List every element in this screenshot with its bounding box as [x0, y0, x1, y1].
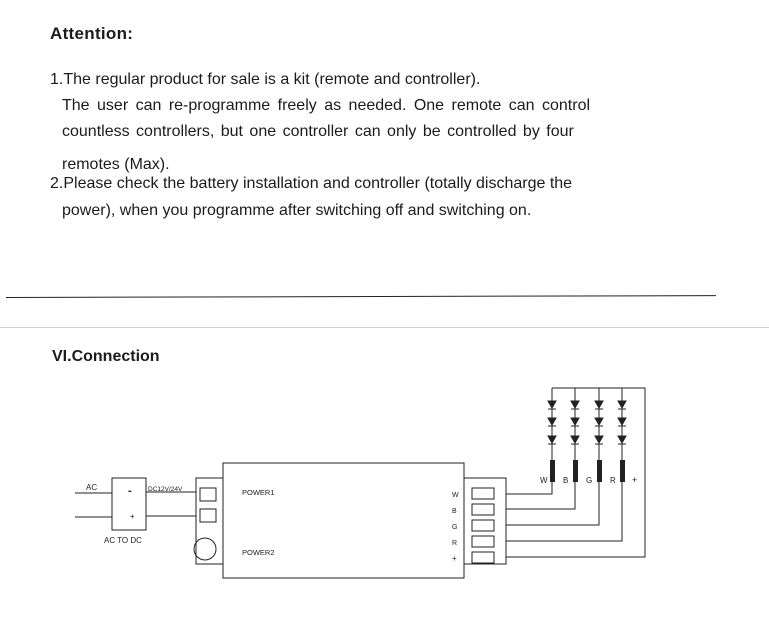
strip-label-plus: + [632, 475, 637, 485]
attention-line-5: 2.Please check the battery installation … [50, 175, 573, 192]
attention-line-2: The user can re-programme freely as need… [62, 97, 591, 114]
power-socket-2 [199, 508, 217, 523]
resistors [550, 460, 625, 482]
led-g-2 [594, 417, 604, 427]
controller-body [222, 462, 465, 579]
terminal-label-plus: + [452, 554, 457, 563]
led-g-1 [594, 400, 604, 410]
strip-label-w: W [540, 476, 548, 485]
terminal-label-w: W [452, 492, 459, 499]
resistor-w [550, 460, 555, 482]
attention-line-4: remotes (Max). [62, 156, 170, 173]
resistor-r [620, 460, 625, 482]
terminal-plus [471, 551, 495, 564]
resistor-g [597, 460, 602, 482]
led-diodes [547, 400, 627, 445]
strip-label-r: R [610, 476, 616, 485]
led-r-2 [617, 417, 627, 427]
terminal-w [471, 487, 495, 500]
ac-label: AC [86, 483, 97, 492]
led-b-3 [570, 435, 580, 445]
minus-label: - [128, 485, 132, 497]
terminal-b [471, 503, 495, 516]
ac-to-dc-label: AC TO DC [104, 536, 142, 545]
power-socket-1 [199, 487, 217, 502]
terminal-label-g: G [452, 524, 457, 531]
wire-plus [506, 387, 646, 558]
strip-label-b: B [563, 476, 568, 485]
attention-line-6: power), when you programme after switchi… [62, 202, 532, 219]
led-r-3 [617, 435, 627, 445]
connection-heading: VI.Connection [52, 348, 160, 365]
controller-right-cap [463, 477, 507, 565]
led-g-3 [594, 435, 604, 445]
terminal-label-r: R [452, 540, 457, 547]
led-r-1 [617, 400, 627, 410]
led-w-2 [547, 417, 557, 427]
terminal-g [471, 519, 495, 532]
dc-voltage-label: DC12V/24V [148, 486, 183, 493]
led-b-2 [570, 417, 580, 427]
led-w-3 [547, 435, 557, 445]
scan-edge-line [0, 327, 769, 328]
resistor-b [573, 460, 578, 482]
led-w-1 [547, 400, 557, 410]
terminal-label-b: B [452, 508, 457, 515]
ac-to-dc-box [111, 477, 147, 531]
strip-label-g: G [586, 476, 592, 485]
led-b-1 [570, 400, 580, 410]
plus-label: + [130, 512, 135, 521]
power2-label: POWER2 [242, 548, 275, 557]
attention-line-3: countless controllers, but one controlle… [62, 123, 574, 140]
attention-line-1: 1.The regular product for sale is a kit … [50, 71, 481, 88]
terminal-r [471, 535, 495, 548]
power1-label: POWER1 [242, 488, 275, 497]
receiver-circle [193, 537, 217, 561]
attention-heading: Attention: [50, 24, 134, 43]
